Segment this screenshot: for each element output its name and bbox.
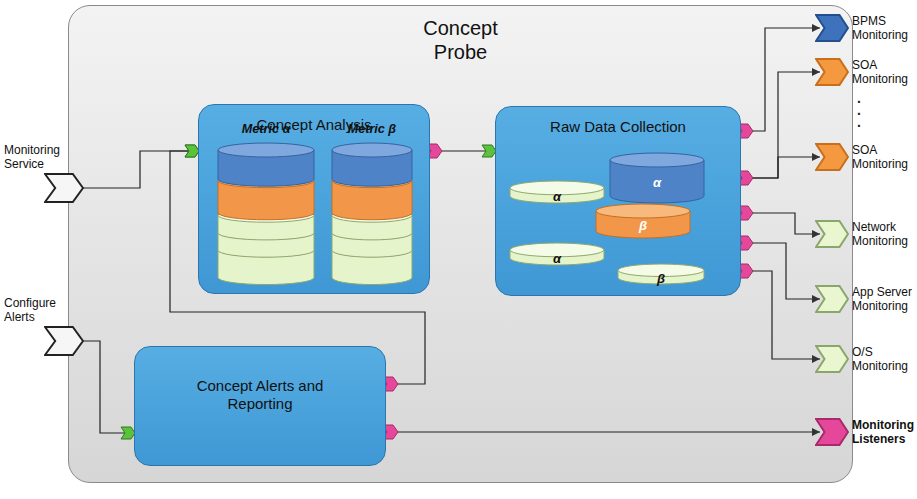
- node-label: β: [639, 218, 647, 233]
- connector-line: [82, 341, 135, 433]
- node-label: Raw Data Collection: [543, 118, 693, 136]
- chevron-shape: [45, 327, 83, 355]
- metric-stack: Metric β: [330, 120, 414, 286]
- output-port: App Server Monitoring: [815, 285, 915, 315]
- connector-line: [386, 431, 820, 432]
- node-label: α: [553, 189, 561, 204]
- cylinder-top: [610, 153, 704, 167]
- chevron-shape: [816, 59, 848, 85]
- port-chevron: [44, 173, 84, 203]
- ellipsis-dot: .: [857, 104, 861, 116]
- port-chevron: [815, 418, 849, 446]
- data-cylinder: α: [609, 152, 705, 204]
- node-label: α: [653, 175, 661, 190]
- node-label: Metric α: [216, 120, 316, 138]
- cylinder-top: [332, 143, 412, 157]
- chevron-shape: [816, 286, 848, 312]
- cylinder-top: [218, 143, 314, 157]
- port-chevron: [815, 58, 849, 86]
- port-chevron: [815, 14, 849, 42]
- node-label: Network Monitoring: [852, 220, 914, 248]
- node-label: BPMS Monitoring: [852, 14, 914, 42]
- connector-line: [741, 72, 820, 178]
- probe-panel: Concept ProbeConcept AnalysisMetric αMet…: [68, 5, 853, 483]
- output-port: SOA Monitoring: [815, 58, 915, 88]
- port-chevron: [815, 143, 849, 171]
- port-chevron: [815, 345, 849, 373]
- output-port: Monitoring Listeners: [815, 418, 915, 448]
- chevron-shape: [816, 419, 848, 445]
- metric-layers: [216, 142, 316, 286]
- connector-line: [741, 271, 820, 359]
- port-chevron: [815, 285, 849, 313]
- chevron-shape: [45, 174, 83, 202]
- data-cylinder: β: [595, 203, 691, 239]
- output-port: Network Monitoring: [815, 220, 915, 250]
- connector-line: [741, 213, 820, 234]
- component-box: Raw Data Collection α α β α β: [495, 106, 741, 296]
- chevron-shape: [816, 15, 848, 41]
- node-label: SOA Monitoring: [852, 58, 914, 86]
- input-port: Monitoring Service: [4, 143, 88, 205]
- node-label: β: [657, 271, 665, 286]
- output-port: SOA Monitoring: [815, 143, 915, 173]
- port-chevron: [44, 326, 84, 356]
- connector-line: [741, 157, 820, 178]
- data-cylinder: α: [509, 180, 605, 204]
- metric-stack: Metric α: [216, 120, 316, 286]
- node-label: Monitoring Service: [4, 143, 70, 171]
- ellipsis-dot: .: [857, 92, 861, 104]
- node-label: Concept Probe: [411, 16, 511, 64]
- ellipsis-dot: .: [857, 116, 861, 128]
- output-port: BPMS Monitoring: [815, 14, 915, 44]
- node-label: Concept Alerts and Reporting: [185, 377, 335, 413]
- node-label: Metric β: [330, 120, 414, 138]
- connector-line: [741, 28, 820, 131]
- component-box: Concept AnalysisMetric αMetric β: [198, 104, 430, 294]
- chevron-shape: [816, 221, 848, 247]
- node-label: O/S Monitoring: [852, 345, 914, 373]
- connector-line: [82, 151, 199, 188]
- data-cylinder: α: [509, 242, 605, 266]
- port-chevron: [815, 220, 849, 248]
- input-port: Configure Alerts: [4, 296, 88, 358]
- chevron-shape: [816, 346, 848, 372]
- data-cylinder: β: [617, 263, 705, 285]
- node-label: Monitoring Listeners: [852, 418, 914, 446]
- node-label: App Server Monitoring: [852, 285, 914, 313]
- metric-layers: [330, 142, 414, 286]
- node-label: Configure Alerts: [4, 296, 70, 324]
- cylinder-top: [596, 204, 690, 218]
- node-label: α: [553, 251, 561, 266]
- component-box: Concept Alerts and Reporting: [134, 346, 386, 466]
- output-port: O/S Monitoring: [815, 345, 915, 375]
- node-label: SOA Monitoring: [852, 143, 914, 171]
- chevron-shape: [816, 144, 848, 170]
